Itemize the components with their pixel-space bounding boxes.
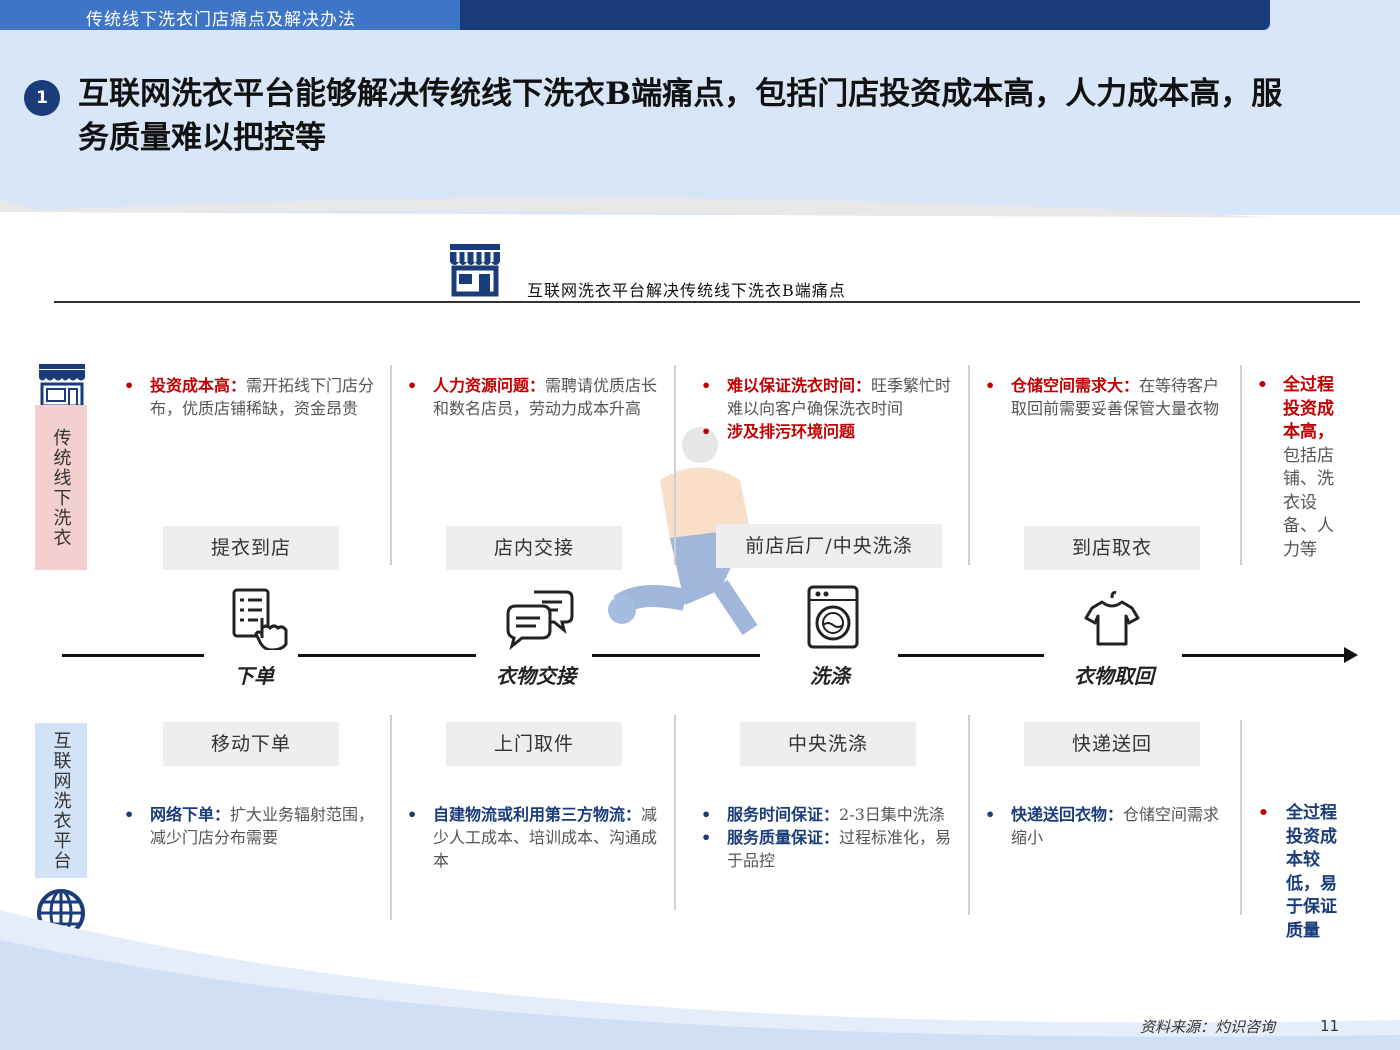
list-item: •投资成本高：需开拓线下门店分布，优质店铺稀缺，资金昂贵 [124,376,375,418]
footer-swoosh [0,910,1400,1050]
section-title: 互联网洗衣平台解决传统线下洗衣B端痛点 [527,281,846,300]
solution-summary: • 全过程投资成本较低，易于保证质量 [1258,803,1337,941]
headline: 互联网洗衣平台能够解决传统线下洗衣B端痛点，包括门店投资成本高，人力成本高，服务… [78,76,1283,156]
list-item: •涉及排污环境问题 [701,422,856,441]
point-number-badge: 1 [24,80,60,116]
pain-point-block: •难以保证洗衣时间：旺季繁忙时难以向客户确保洗衣时间 •涉及排污环境问题 [699,374,959,443]
column-divider [968,365,970,565]
checklist-hand-icon [232,588,288,650]
page-number: 11 [1320,1017,1340,1035]
solution-block: •服务时间保证：2-3日集中洗涤 •服务质量保证：过程标准化，易于品控 [699,803,961,872]
pain-point-block: •投资成本高：需开拓线下门店分布，优质店铺稀缺，资金昂贵 [122,374,382,420]
solution-block: •快递送回衣物：仓储空间需求缩小 [983,803,1233,849]
column-divider [674,715,676,910]
band-title: 传统线下洗衣门店痛点及解决办法 [86,10,356,30]
list-item: •网络下单：扩大业务辐射范围，减少门店分布需要 [124,805,375,847]
washing-machine-icon [807,585,859,649]
stage-box: 移动下单 [163,722,339,766]
step-label: 洗涤 [810,664,850,688]
column-divider [1240,720,1242,915]
timeline-segment [62,654,204,657]
source-note: 资料来源：灼识咨询 [1140,1018,1276,1036]
list-item: •难以保证洗衣时间：旺季繁忙时难以向客户确保洗衣时间 [701,376,952,418]
chat-bubbles-icon [506,590,574,650]
arrow-head-icon [1344,647,1358,663]
list-item: •仓储空间需求大：在等待客户取回前需要妥善保管大量衣物 [985,376,1220,418]
timeline-segment [898,654,1044,657]
timeline-segment [1182,654,1346,657]
timeline-segment [592,654,760,657]
pain-point-summary: • 全过程投资成本高，包括店铺、洗衣设备、人力等 [1257,375,1334,560]
store-icon [450,244,500,297]
stage-box: 快递送回 [1024,722,1200,766]
section-divider [54,301,1360,303]
list-item: •自建物流或利用第三方物流：减少人工成本、培训成本、沟通成本 [407,805,658,870]
pain-point-block: •仓储空间需求大：在等待客户取回前需要妥善保管大量衣物 [983,374,1233,420]
step-label: 衣物交接 [496,664,576,688]
list-item: •快递送回衣物：仓储空间需求缩小 [985,805,1220,847]
solution-block: •自建物流或利用第三方物流：减少人工成本、培训成本、沟通成本 [405,803,660,872]
column-divider [968,715,970,915]
side-label-platform: 互联网洗衣平台 [35,723,87,878]
step-label: 衣物取回 [1074,664,1154,688]
tshirt-hanger-icon [1084,591,1140,646]
header-swoosh [0,198,1400,260]
column-divider [390,715,392,920]
stage-box: 店内交接 [446,526,622,570]
list-item: •服务质量保证：过程标准化，易于品控 [701,828,952,870]
list-item: •服务时间保证：2-3日集中洗涤 [701,805,945,824]
top-bar-accent [460,0,1270,30]
column-divider [1240,365,1242,565]
column-divider [390,365,392,565]
column-divider [674,365,676,565]
stage-box: 到店取衣 [1024,526,1200,570]
list-item: •人力资源问题：需聘请优质店长和数名店员，劳动力成本升高 [407,376,658,418]
stage-box: 中央洗涤 [740,722,916,766]
stage-box: 前店后厂/中央洗涤 [716,524,942,568]
stage-box: 提衣到店 [163,526,339,570]
pain-point-block: •人力资源问题：需聘请优质店长和数名店员，劳动力成本升高 [405,374,667,420]
side-label-traditional: 传统线下洗衣 [35,405,87,570]
header-background [0,0,1400,215]
solution-block: •网络下单：扩大业务辐射范围，减少门店分布需要 [122,803,377,849]
store-icon [39,364,85,408]
step-label: 下单 [234,664,274,688]
stage-box: 上门取件 [446,722,622,766]
timeline-segment [298,654,476,657]
